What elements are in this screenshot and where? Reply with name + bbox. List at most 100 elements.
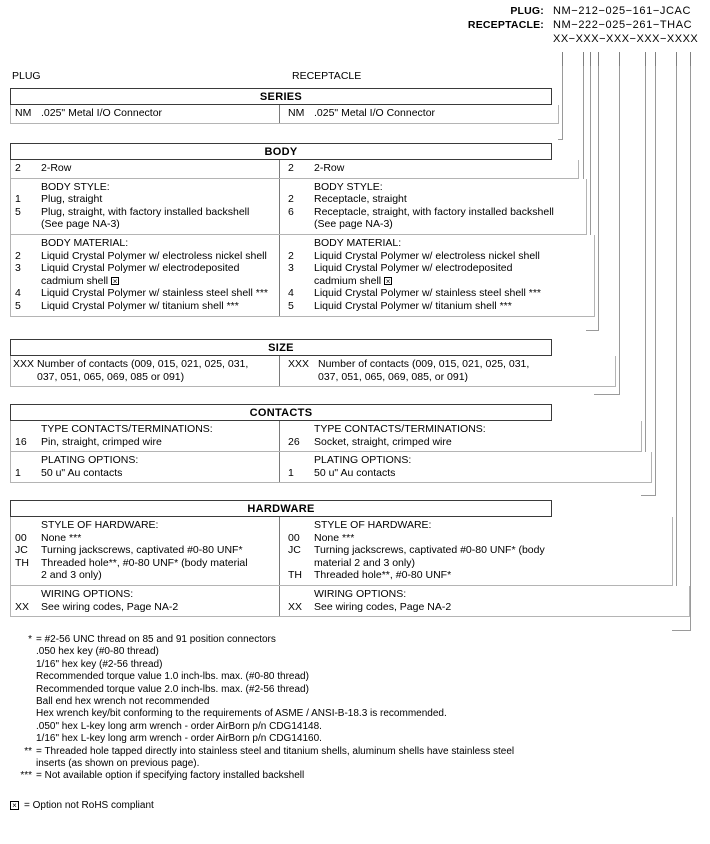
receptacle-cell: BODY MATERIAL: 2 Liquid Crystal Polymer … xyxy=(279,234,594,316)
section-title: CONTACTS xyxy=(10,404,552,421)
footnote-mark xyxy=(10,733,36,745)
option-row: 5 Liquid Crystal Polymer w/ titanium she… xyxy=(15,300,275,313)
tick-mark xyxy=(645,52,646,66)
option-text: .025" Metal I/O Connector xyxy=(314,107,436,119)
option-code: JC xyxy=(288,544,301,557)
connector-line-series xyxy=(562,66,563,139)
option-code: 1 xyxy=(288,466,294,479)
continuation-text: cadmium shell xyxy=(314,274,382,287)
option-row: 4 Liquid Crystal Polymer w/ stainless st… xyxy=(288,287,590,300)
part-number-template: XX−XXX−XXX−XXX−XXXX xyxy=(553,33,699,45)
option-row: 3 Liquid Crystal Polymer w/ electrodepos… xyxy=(15,262,275,275)
option-row: 2 Liquid Crystal Polymer w/ electroless … xyxy=(288,250,590,263)
footnote-line: Recommended torque value 2.0 inch-lbs. m… xyxy=(10,684,700,696)
footnote-mark xyxy=(10,758,36,770)
tick-mark xyxy=(690,52,691,66)
footnote-mark xyxy=(10,721,36,733)
connector-line-body-material xyxy=(598,66,599,330)
option-text: Receptacle, straight, with factory insta… xyxy=(314,205,554,218)
footnote-text: .050 hex key (#0-80 thread) xyxy=(36,646,159,658)
option-row: 5 Plug, straight, with factory installed… xyxy=(15,206,275,219)
footnote-text: Ball end hex wrench not recommended xyxy=(36,696,210,708)
footnote-mark xyxy=(10,671,36,683)
section-body: BODY 2 2-Row 2 2-Row xyxy=(0,143,710,317)
rohs-not-compliant-icon xyxy=(384,276,393,285)
tick-mark xyxy=(676,52,677,66)
tick-mark xyxy=(598,52,599,66)
section-series: SERIES NM .025" Metal I/O Connector NM .… xyxy=(0,88,710,124)
rohs-not-compliant-icon xyxy=(111,276,120,285)
connector-line-body-style xyxy=(590,66,591,237)
receptacle-cell: XXX Number of contacts (009, 015, 021, 0… xyxy=(279,356,615,387)
footnote-text: = #2-56 UNC thread on 85 and 91 position… xyxy=(36,634,276,645)
option-code: TH xyxy=(288,569,302,582)
option-text: 50 u" Au contacts xyxy=(314,466,396,479)
block-header: WIRING OPTIONS: xyxy=(41,587,134,600)
section-contacts: CONTACTS TYPE CONTACTS/TERMINATIONS: 16 … xyxy=(0,404,710,484)
option-row: NM .025" Metal I/O Connector xyxy=(288,107,554,120)
option-text: See wiring codes, Page NA-2 xyxy=(314,600,452,613)
footnote-mark xyxy=(10,708,36,720)
section-title: BODY xyxy=(10,143,552,160)
option-text: Liquid Crystal Polymer w/ titanium shell… xyxy=(314,299,512,312)
block-header: TYPE CONTACTS/TERMINATIONS: xyxy=(314,423,486,435)
option-text: Liquid Crystal Polymer w/ stainless stee… xyxy=(41,287,269,300)
option-code: 16 xyxy=(15,435,27,448)
tick-mark xyxy=(562,52,563,66)
section-block: NM .025" Metal I/O Connector NM .025" Me… xyxy=(10,105,559,124)
connector-joiner-series xyxy=(558,139,563,140)
part-number-tick-marks xyxy=(0,52,710,68)
option-code: 2 xyxy=(15,249,21,262)
receptacle-cell: 2 2-Row xyxy=(279,160,578,178)
option-text: Threaded hole**, #0-80 UNF* xyxy=(314,569,452,582)
option-row: XXX Number of contacts (009, 015, 021, 0… xyxy=(288,358,611,371)
plug-label: PLUG: xyxy=(510,5,544,17)
footnote-line: 1/16" hex L-key long arm wrench - order … xyxy=(10,733,700,745)
option-text: Threaded hole**, #0-80 UNF* (body materi… xyxy=(41,556,248,569)
option-row: JC Turning jackscrews, captivated #0-80 … xyxy=(15,544,275,557)
option-text: Number of contacts (009, 015, 021, 025, … xyxy=(318,358,530,370)
option-code: XXX xyxy=(13,358,35,370)
footnote-line: ** = Threaded hole tapped directly into … xyxy=(10,746,700,758)
option-row: 00 None *** xyxy=(288,532,668,545)
option-continuation: 037, 051, 065, 069, 085, or 091) xyxy=(318,370,469,383)
option-text: Liquid Crystal Polymer w/ stainless stee… xyxy=(314,287,542,300)
plug-cell: BODY MATERIAL: 2 Liquid Crystal Polymer … xyxy=(11,235,279,316)
option-continuation: cadmium shell xyxy=(41,275,275,288)
option-text: Socket, straight, crimped wire xyxy=(314,435,452,448)
block-header: BODY STYLE: xyxy=(314,180,383,193)
receptacle-cell: STYLE OF HARDWARE: 00 None *** JC Turnin… xyxy=(279,517,672,585)
section-title: HARDWARE xyxy=(10,500,552,517)
receptacle-part-number: NM−222−025−261−THAC xyxy=(553,19,693,31)
connector-line-wiring xyxy=(690,66,691,630)
option-text: Plug, straight, with factory installed b… xyxy=(41,205,250,218)
option-code: 4 xyxy=(288,287,294,300)
option-code: 00 xyxy=(15,531,27,544)
option-row: XXX Number of contacts (009, 015, 021, 0… xyxy=(13,358,275,371)
block-header: BODY STYLE: xyxy=(41,180,110,193)
footnote-mark: ** xyxy=(24,745,32,757)
option-text: Liquid Crystal Polymer w/ electrodeposit… xyxy=(41,262,240,275)
option-text: Turning jackscrews, captivated #0-80 UNF… xyxy=(314,544,545,557)
footnote-line: .050" hex L-key long arm wrench - order … xyxy=(10,721,700,733)
rohs-legend: = Option not RoHS compliant xyxy=(10,800,700,812)
option-text: Liquid Crystal Polymer w/ titanium shell… xyxy=(41,299,239,312)
connector-joiner-body-material xyxy=(586,330,599,331)
footnote-text: Hex wrench key/bit conforming to the req… xyxy=(36,708,447,720)
option-text: Pin, straight, crimped wire xyxy=(41,435,162,448)
option-row: 6 Receptacle, straight, with factory ins… xyxy=(288,206,582,219)
option-row: 3 Liquid Crystal Polymer w/ electrodepos… xyxy=(288,262,590,275)
option-row: 4 Liquid Crystal Polymer w/ stainless st… xyxy=(15,287,275,300)
column-caption-plug: PLUG xyxy=(12,70,41,82)
option-text: .025" Metal I/O Connector xyxy=(41,107,163,119)
option-code: 1 xyxy=(15,193,21,206)
footnote-line: 1/16" hex key (#2-56 thread) xyxy=(10,659,700,671)
option-row: XX See wiring codes, Page NA-2 xyxy=(15,601,275,614)
footnote-text: = Not available option if specifying fac… xyxy=(36,770,305,782)
option-row: 00 None *** xyxy=(15,532,275,545)
block-header: BODY MATERIAL: xyxy=(314,236,402,249)
option-row: XX See wiring codes, Page NA-2 xyxy=(288,601,685,614)
section-title: SERIES xyxy=(10,88,552,105)
block-header: PLATING OPTIONS: xyxy=(41,454,139,467)
footnote-line: Ball end hex wrench not recommended xyxy=(10,696,700,708)
